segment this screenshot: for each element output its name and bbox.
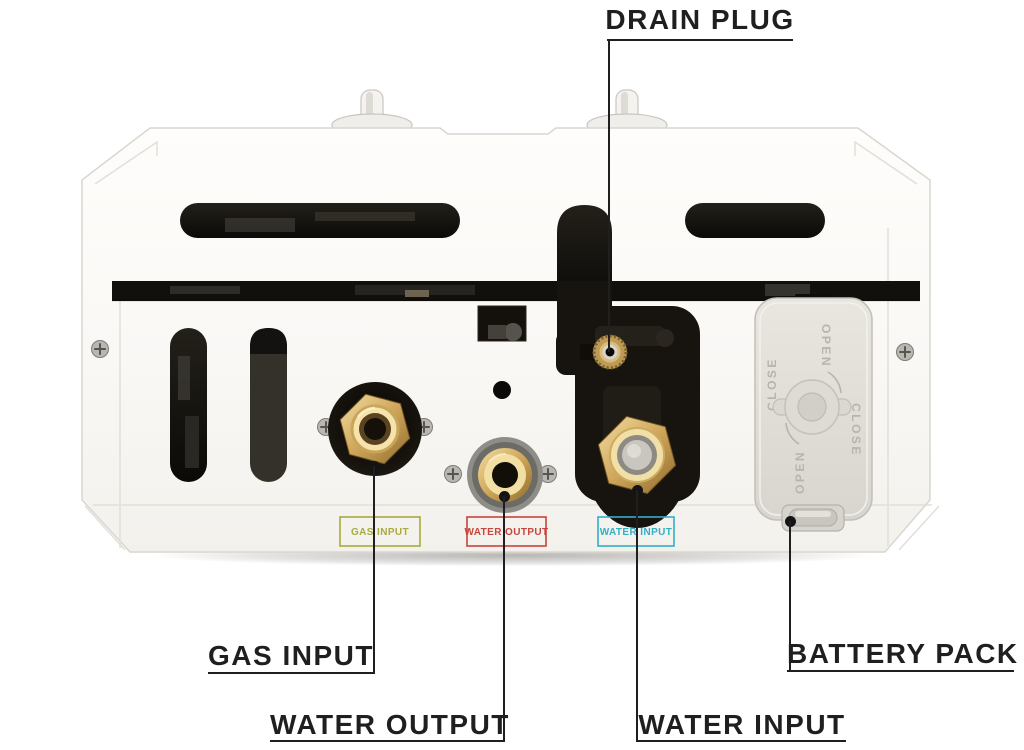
horizontal-slot bbox=[112, 281, 920, 302]
water-output-port bbox=[467, 437, 543, 513]
battery-pack-door: OPEN CLOSE CLOSE OPEN bbox=[754, 294, 873, 532]
callout-water-output-underline bbox=[270, 740, 505, 742]
callout-battery-pack-label: BATTERY PACK bbox=[787, 638, 1019, 669]
callout-gas-input-line bbox=[373, 466, 375, 674]
drain-plug-fitting bbox=[580, 334, 628, 370]
battery-door-hinge bbox=[781, 504, 845, 532]
callout-drain-plug-label: DRAIN PLUG bbox=[605, 4, 795, 35]
callout-water-input-underline bbox=[636, 740, 846, 742]
gas-input-port bbox=[328, 382, 422, 476]
water-input-tag-text: WATER INPUT bbox=[600, 527, 673, 538]
water-output-tag-text: WATER OUTPUT bbox=[464, 527, 548, 538]
vent-slot-right bbox=[685, 203, 825, 238]
door-open-top-label: OPEN bbox=[819, 324, 833, 368]
door-close-right-label: CLOSE bbox=[849, 403, 863, 457]
inspection-window bbox=[477, 305, 527, 342]
callout-water-output-line bbox=[503, 496, 505, 742]
pilot-hole bbox=[493, 381, 511, 399]
callout-drain-plug-underline bbox=[607, 39, 793, 41]
callout-battery-pack-underline bbox=[787, 670, 1014, 672]
gas-input-tag: GAS INPUT bbox=[339, 516, 421, 547]
callout-water-input-line bbox=[636, 490, 638, 742]
callout-water-output-label: WATER OUTPUT bbox=[270, 709, 510, 740]
callout-gas-input-label: GAS INPUT bbox=[208, 640, 374, 671]
door-close-left-label: CLOSE bbox=[765, 357, 779, 411]
oval-slot-2 bbox=[250, 328, 287, 482]
callout-battery-pack-line bbox=[789, 521, 791, 671]
callout-water-input-label: WATER INPUT bbox=[638, 709, 846, 740]
arch-cutout bbox=[557, 205, 612, 302]
callout-drain-plug-line bbox=[608, 40, 610, 352]
water-input-fitting bbox=[597, 415, 677, 495]
door-open-bottom-label: OPEN bbox=[793, 450, 807, 494]
oval-slot-1 bbox=[170, 328, 207, 482]
water-heater-unit: OPEN CLOSE CLOSE OPEN GAS INPUT WATER OU… bbox=[81, 89, 940, 553]
water-output-tag: WATER OUTPUT bbox=[464, 516, 548, 547]
gas-input-tag-text: GAS INPUT bbox=[351, 527, 409, 538]
callout-gas-input-underline bbox=[208, 672, 375, 674]
vent-slot-left bbox=[180, 203, 460, 238]
